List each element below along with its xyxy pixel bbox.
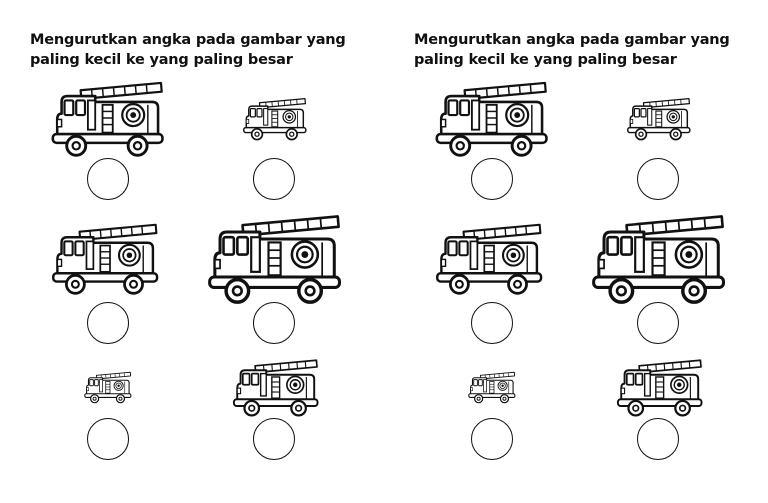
fire-truck-icon — [468, 371, 516, 404]
worksheet-title: Mengurutkan angka pada gambar yang palin… — [414, 32, 730, 68]
answer-circle[interactable] — [253, 302, 295, 344]
answer-circle[interactable] — [637, 418, 679, 460]
fire-truck-icon — [242, 97, 308, 141]
worksheet-left: Mengurutkan angka pada gambar yang palin… — [30, 32, 346, 460]
worksheet-right: Mengurutkan angka pada gambar yang palin… — [384, 0, 768, 503]
fire-truck-icon — [48, 222, 163, 295]
answer-circle[interactable] — [253, 418, 295, 460]
answer-circle[interactable] — [471, 158, 513, 200]
fire-truck-icon — [614, 358, 706, 417]
fire-truck-icon — [230, 358, 322, 417]
answer-circle[interactable] — [637, 302, 679, 344]
answer-circle[interactable] — [87, 418, 129, 460]
fire-truck-icon — [432, 222, 547, 295]
fire-truck-icon — [626, 97, 692, 141]
answer-circle[interactable] — [253, 158, 295, 200]
fire-truck-icon — [84, 371, 132, 404]
worksheet-title: Mengurutkan angka pada gambar yang palin… — [30, 32, 346, 68]
answer-circle[interactable] — [87, 158, 129, 200]
answer-circle[interactable] — [471, 302, 513, 344]
fire-truck-icon — [432, 80, 552, 157]
fire-truck-icon — [48, 80, 168, 157]
fire-truck-icon — [589, 213, 729, 304]
answer-circle[interactable] — [471, 418, 513, 460]
answer-circle[interactable] — [87, 302, 129, 344]
answer-circle[interactable] — [637, 158, 679, 200]
fire-truck-icon — [205, 213, 345, 304]
